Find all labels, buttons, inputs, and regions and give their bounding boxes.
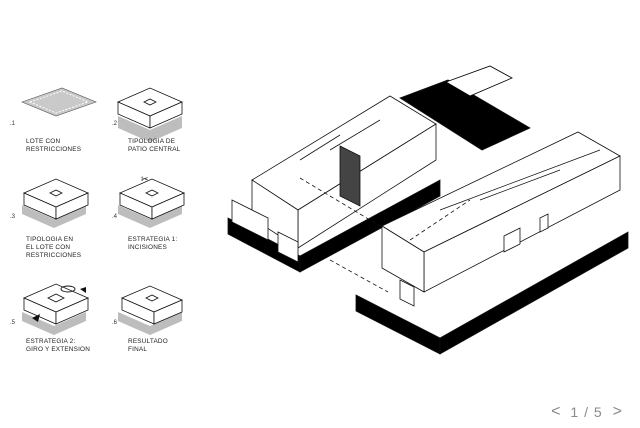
step-1-lot-diagram: [21, 87, 97, 117]
chevron-right-icon[interactable]: >: [612, 403, 622, 420]
step-caption: LOTE CON RESTRICCIONES: [26, 138, 82, 154]
step-caption: TIPOLOGIA EN EL LOTE CON RESTRICCIONES: [26, 236, 82, 260]
page-counter: 1 / 5: [570, 404, 603, 420]
step-number: .2: [112, 121, 118, 127]
step-number: .5: [10, 320, 16, 326]
step-number: .4: [112, 214, 118, 220]
step-2-patio-diagram: [117, 87, 183, 142]
step-caption: ESTRATEGIA 2: GIRO Y EXTENSION: [26, 338, 91, 354]
step-caption: RESULTADO FINAL: [128, 338, 168, 354]
step-caption: ESTRATEGIA 1: INCISIONES: [128, 236, 178, 252]
rotation-arrow-icon: [60, 285, 76, 293]
axonometric-house-drawing: [227, 65, 629, 355]
scissors-icon: ✂: [141, 175, 149, 185]
step-6-final-diagram: [118, 285, 184, 335]
step-caption: TIPOLOGIA DE PATIO CENTRAL: [128, 138, 181, 154]
chevron-left-icon[interactable]: <: [551, 403, 561, 420]
step-number: .3: [10, 214, 16, 220]
step-number: .1: [10, 121, 16, 127]
step-3-typology-diagram: [22, 178, 89, 228]
step-5-rotation-diagram: [22, 283, 89, 335]
extension-arrow-icon: [80, 287, 86, 293]
image-pager: < 1 / 5 >: [551, 403, 622, 421]
step-number: .6: [112, 320, 118, 326]
step-4-incisions-diagram: ✂: [118, 175, 185, 228]
